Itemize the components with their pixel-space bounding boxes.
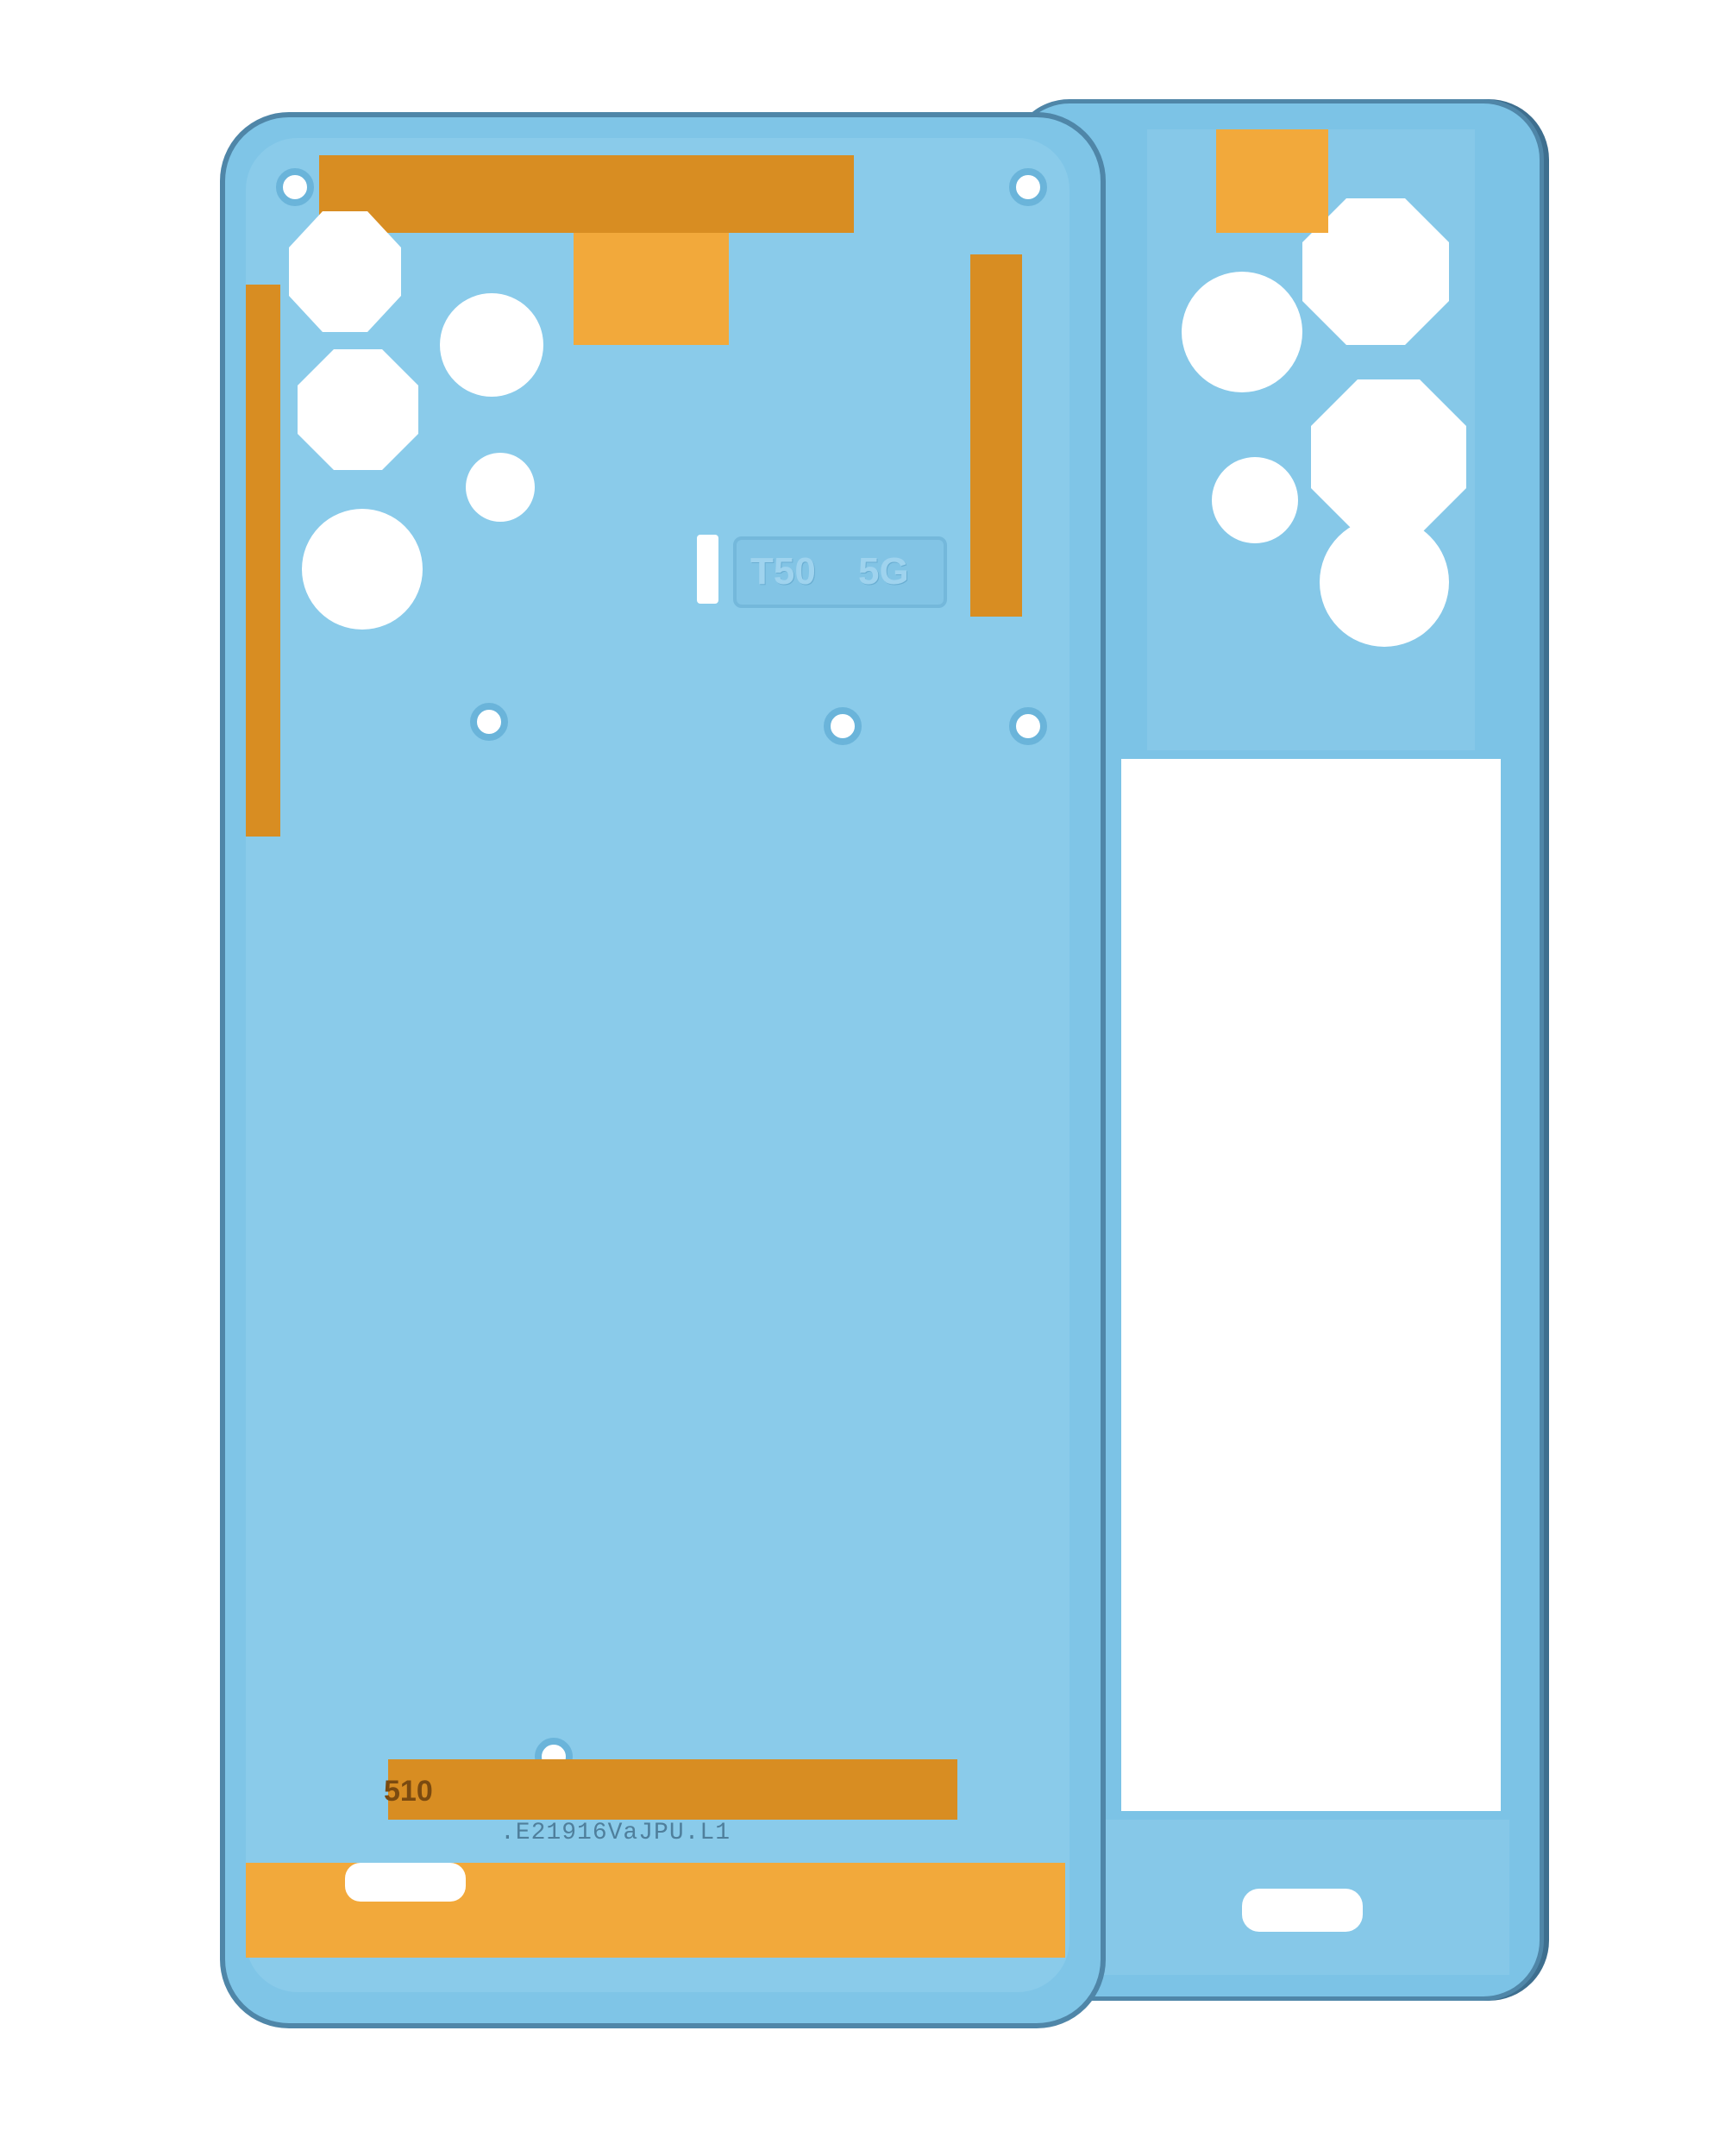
top-flex-step: [574, 233, 729, 345]
slot-hole: [697, 535, 718, 604]
top-flex-cable: [319, 155, 854, 233]
printed-part-code: .E21916VaJPU.L1: [500, 1820, 731, 1846]
embossed-label-5g: 5G: [858, 550, 909, 592]
back-flex-cable: [1216, 129, 1328, 233]
back-speaker-slot: [1242, 1889, 1363, 1932]
camera-hole-5: [466, 453, 535, 522]
back-battery-window: [1121, 759, 1501, 1811]
screw-hole: [470, 703, 508, 741]
screw-hole: [276, 168, 314, 206]
screw-hole: [1009, 707, 1047, 745]
camera-hole-2: [298, 349, 418, 470]
screw-hole: [1009, 168, 1047, 206]
back-camera-hole-5: [1212, 457, 1298, 543]
flex-marking: 510: [384, 1775, 433, 1808]
left-flex-cable: [246, 285, 280, 837]
back-camera-hole-3: [1320, 517, 1449, 647]
back-camera-hole-2: [1311, 379, 1466, 535]
screw-hole: [824, 707, 862, 745]
camera-hole-4: [440, 293, 543, 397]
camera-hole-1: [289, 211, 401, 332]
right-flex-cable: [970, 254, 1022, 617]
embossed-label-box: [733, 536, 947, 608]
embossed-label-model: T50: [750, 550, 816, 592]
speaker-slot: [345, 1863, 466, 1902]
back-camera-hole-4: [1182, 272, 1302, 392]
camera-hole-3: [302, 509, 423, 630]
bottom-flex-cable: [388, 1759, 957, 1820]
